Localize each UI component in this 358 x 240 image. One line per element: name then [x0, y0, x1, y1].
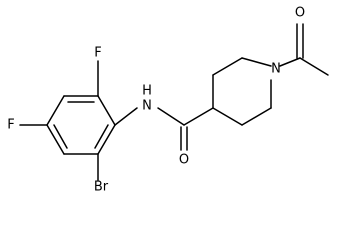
- bromine-label: Br: [94, 180, 109, 195]
- amide-oxygen-label: O: [179, 153, 189, 168]
- aromatic-ring: [46, 95, 116, 155]
- bond-nitrogen-to-carbonyl: [157, 107, 185, 126]
- bond-ring-to-amide-nitrogen: [114, 107, 138, 126]
- ring-bond-c6-c1: [97, 124, 116, 155]
- fluorine-left-label: F: [7, 118, 14, 133]
- piperidine-bond-5: [241, 107, 272, 126]
- ring-double-bond-c4-c5: [53, 124, 68, 149]
- ring-bond-c4-c5: [46, 124, 65, 155]
- bond-carbonyl-to-piperidine: [183, 107, 214, 126]
- acetyl-oxygen-label: O: [295, 6, 305, 21]
- ring-double-bond-c6-c1: [94, 124, 109, 149]
- piperidine-bond-3: [241, 57, 272, 67]
- ring-bond-c3-c4: [46, 95, 65, 126]
- amide-nitrogen-label: N: [142, 99, 152, 114]
- ring-bond-c1-c2: [97, 95, 116, 126]
- piperidine-ring: [212, 57, 272, 126]
- piperidine-bond-6: [212, 107, 243, 126]
- bond-nitrogen-to-acetyl-carbon: [279, 57, 301, 67]
- piperidine-bond-2: [212, 57, 243, 76]
- chemical-structure: F F Br H N O N O: [7, 6, 329, 195]
- bond-acetyl-to-methyl: [299, 57, 329, 76]
- amide-hydrogen-label: H: [142, 84, 152, 99]
- fluorine-top-label: F: [94, 46, 101, 61]
- piperidine-nitrogen-label: N: [271, 62, 281, 77]
